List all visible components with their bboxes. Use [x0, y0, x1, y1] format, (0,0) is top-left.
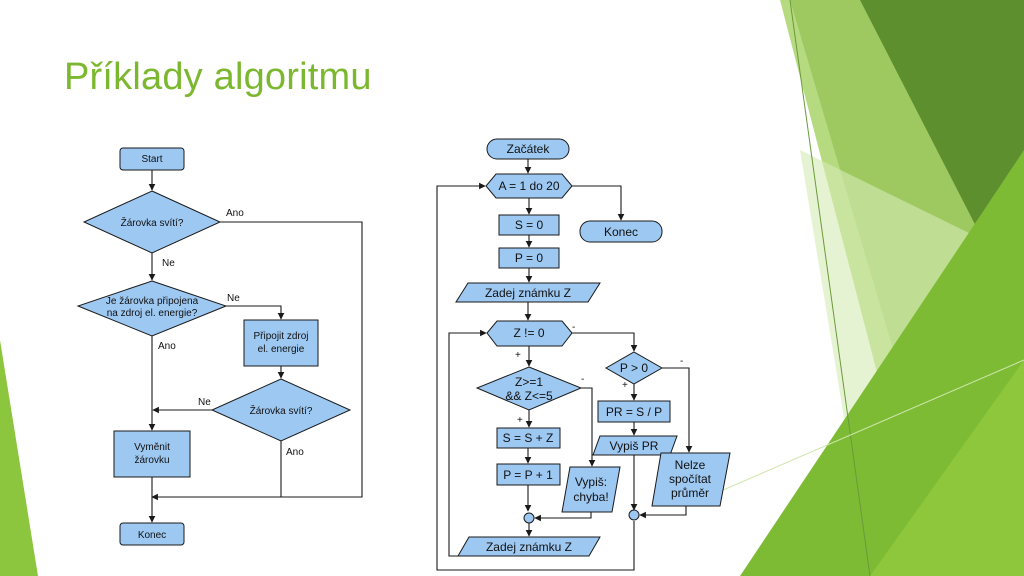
f1-process-connect-text-1: Připojit zdroj — [253, 331, 308, 342]
f1-end-text: Konec — [138, 530, 166, 541]
f1-decision-lit-text: Žárovka svítí? — [121, 216, 184, 229]
f2-output-error — [561, 466, 621, 513]
f2-s-zero-text: S = 0 — [515, 218, 544, 232]
f2-loop-z-text: Z != 0 — [513, 326, 544, 340]
f2-input-grade-2 — [457, 536, 601, 557]
f2-input-grade-1 — [455, 282, 601, 303]
slide-title: Příklady algoritmu — [64, 56, 372, 98]
f1-d1-no-label: Ne — [162, 258, 175, 269]
f1-d3-yes-label: Ano — [286, 447, 304, 458]
right-thin-line-2 — [699, 359, 1024, 501]
f1-decision-connected-text-2: na zdroj el. energie? — [107, 308, 198, 319]
f1-d1-yes-label: Ano — [226, 208, 244, 219]
f2-output-error-text-2: chyba! — [573, 490, 608, 504]
f1-start-text: Start — [141, 154, 162, 165]
f1-d2-no-label: Ne — [227, 293, 240, 304]
f1-end-node — [119, 522, 185, 546]
f1-d3-no-label: Ne — [198, 397, 211, 408]
f2-end-text: Konec — [604, 225, 638, 239]
right-shape-bright — [870, 360, 1024, 576]
f2-decision-p-minus: - — [680, 356, 683, 367]
f2-average-text: PR = S / P — [606, 405, 662, 419]
f2-loop-z — [486, 320, 573, 347]
f2-output-no-average-text-2: spočítat — [669, 472, 712, 486]
f2-decision-p-plus: + — [622, 380, 628, 391]
f2-end-node — [579, 220, 663, 243]
f2-sum-text: S = S + Z — [503, 431, 554, 445]
f2-output-no-average-text-1: Nelze — [675, 458, 706, 472]
f1-decision-connected-text-1: Je žárovka připojena — [106, 296, 199, 307]
f2-decision-range-text-1: Z>=1 — [515, 375, 543, 389]
f2-decision-range-minus: - — [581, 374, 584, 385]
f2-decision-range-text-2: && Z<=5 — [505, 389, 553, 403]
f2-join-right — [628, 509, 640, 521]
f2-start-text: Začátek — [507, 142, 551, 156]
f1-decision-lit-2-text: Žárovka svítí? — [250, 404, 313, 417]
f2-output-no-average-text-3: průměr — [671, 486, 709, 500]
f2-p-zero-text: P = 0 — [515, 251, 543, 265]
f2-count-text: P = P + 1 — [503, 468, 553, 482]
f1-process-replace-text-1: Vyměnit — [134, 442, 170, 453]
f2-loop-z-plus: + — [515, 350, 521, 361]
f2-decision-range-plus: + — [517, 415, 523, 426]
f2-loop-z-minus: - — [572, 322, 575, 333]
f1-process-connect-text-2: el. energie — [258, 344, 305, 355]
left-green-sliver — [0, 340, 38, 576]
f2-output-no-average — [651, 452, 731, 507]
f2-loop-a — [485, 173, 573, 199]
f2-join-left — [523, 512, 535, 524]
f2-decision-p-text: P > 0 — [620, 361, 648, 375]
f2-output-pr-text: Vypiš PR — [610, 439, 659, 453]
f2-loop-a-text: A = 1 do 20 — [498, 179, 559, 193]
f2-input-grade-1-text: Zadej známku Z — [485, 286, 571, 300]
f1-process-replace-text-2: žárovku — [134, 455, 169, 466]
f2-input-grade-2-text: Zadej známku Z — [486, 540, 572, 554]
f2-output-error-text-1: Vypiš: — [575, 475, 607, 489]
right-thin-line — [789, 0, 871, 576]
f1-process-connect — [243, 319, 319, 367]
f1-d2-yes-label: Ano — [158, 341, 176, 352]
